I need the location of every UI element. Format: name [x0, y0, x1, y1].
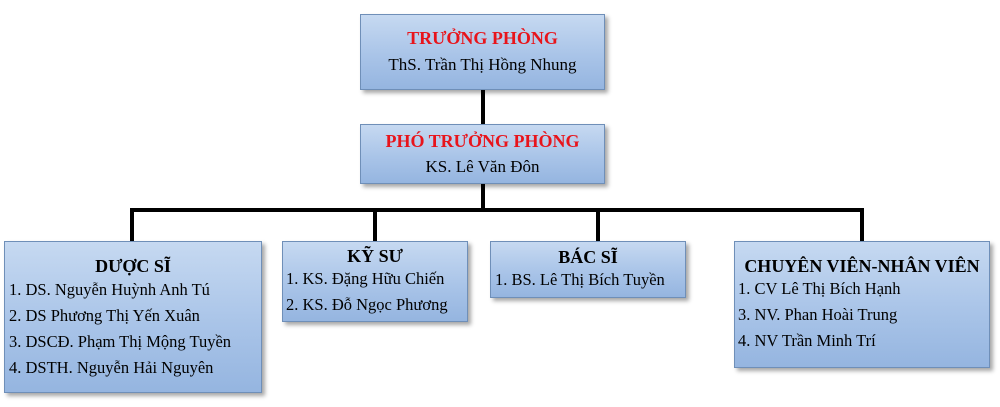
connector-to-pharmacists [130, 208, 134, 241]
specialists-staff-box: CHUYÊN VIÊN-NHÂN VIÊN 1. CV Lê Thị Bích … [734, 241, 990, 368]
doctors-box: BÁC SĨ 1. BS. Lê Thị Bích Tuyền [490, 241, 686, 298]
connector-to-doctors [596, 208, 600, 241]
deputy-head-box: PHÓ TRƯỞNG PHÒNG KS. Lê Văn Đôn [360, 124, 605, 184]
connector-deputy-bus [481, 184, 485, 210]
engineers-title: KỸ SƯ [347, 246, 403, 266]
staff-member: 3. NV. Phan Hoài Trung [738, 305, 898, 324]
engineer-member: 2. KS. Đỗ Ngọc Phương [286, 295, 448, 314]
connector-horizontal-bus [130, 208, 864, 212]
head-name: ThS. Trần Thị Hồng Nhung [388, 55, 577, 74]
pharmacist-member: 1. DS. Nguyễn Huỳnh Anh Tú [9, 280, 210, 299]
head-of-department-box: TRƯỞNG PHÒNG ThS. Trần Thị Hồng Nhung [360, 14, 605, 90]
pharmacist-member: 2. DS Phương Thị Yến Xuân [9, 306, 200, 325]
pharmacist-member: 3. DSCĐ. Phạm Thị Mộng Tuyền [9, 332, 232, 351]
doctor-member: 1. BS. Lê Thị Bích Tuyền [495, 270, 665, 289]
doctors-title: BÁC SĨ [558, 247, 618, 267]
pharmacists-box: DƯỢC SĨ 1. DS. Nguyễn Huỳnh Anh Tú 2. DS… [4, 241, 262, 393]
staff-member: 4. NV Trần Minh Trí [738, 331, 876, 350]
engineers-box: KỸ SƯ 1. KS. Đặng Hữu Chiến 2. KS. Đỗ Ng… [282, 241, 468, 322]
pharmacists-title: DƯỢC SĨ [95, 256, 171, 276]
staff-member: 1. CV Lê Thị Bích Hạnh [738, 279, 901, 298]
head-title: TRƯỞNG PHÒNG [407, 28, 558, 48]
connector-to-staff [860, 208, 864, 241]
staff-title: CHUYÊN VIÊN-NHÂN VIÊN [744, 256, 980, 276]
deputy-name: KS. Lê Văn Đôn [425, 157, 540, 176]
deputy-title: PHÓ TRƯỞNG PHÒNG [385, 131, 580, 151]
connector-head-deputy [481, 90, 485, 124]
pharmacist-member: 4. DSTH. Nguyễn Hải Nguyên [9, 358, 214, 377]
connector-to-engineers [373, 208, 377, 241]
engineer-member: 1. KS. Đặng Hữu Chiến [286, 269, 445, 288]
